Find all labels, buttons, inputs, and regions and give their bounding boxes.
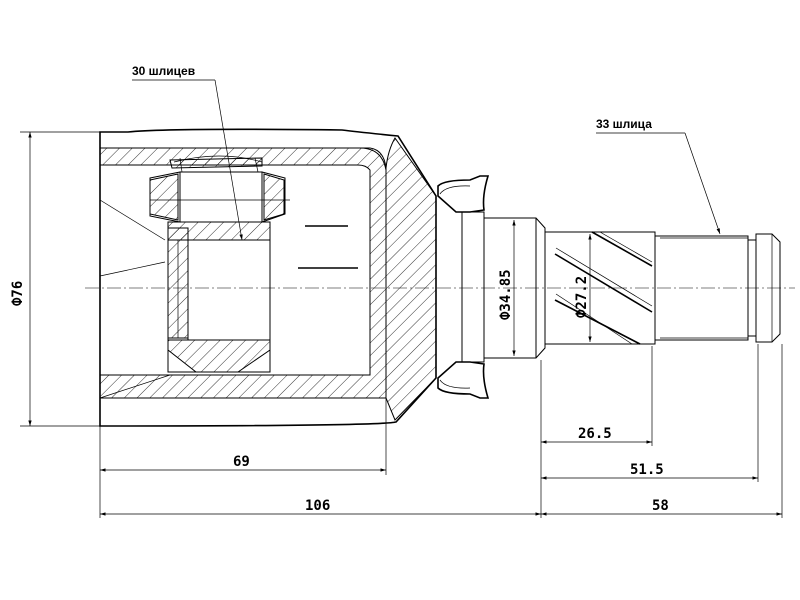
spline-length-label: 26.5 [578, 426, 612, 442]
body-length-label: 106 [305, 498, 330, 514]
housing-depth-label: 69 [233, 454, 250, 470]
dim-spline-length: 26.5 [541, 426, 652, 444]
shaft-mid-length-label: 51.5 [630, 462, 664, 478]
seal-diameter-label: Ф34.85 [498, 269, 514, 320]
dim-housing-depth: 69 [100, 454, 386, 472]
callout-inner-splines: 30 шлицев [132, 64, 243, 241]
outer-housing [99, 128, 437, 475]
outer-splines-label: 33 шлица [596, 117, 652, 131]
boot-neck [437, 175, 490, 399]
callout-outer-splines: 33 шлица [596, 117, 721, 235]
shaft-length-label: 58 [652, 498, 669, 514]
dim-seal-diameter: Ф34.85 [498, 220, 516, 356]
inner-splines-label: 30 шлицев [132, 64, 195, 78]
shaft-diameter-label: Ф27.2 [574, 276, 590, 318]
dim-shaft-diameter: Ф27.2 [574, 234, 592, 342]
stub-shaft [483, 217, 781, 359]
dim-body-length: 106 [100, 498, 541, 516]
dim-outer-diameter: Ф76 [10, 131, 100, 427]
dim-shaft-length: 58 [541, 498, 782, 516]
dim-shaft-mid-length: 51.5 [541, 462, 758, 480]
outer-diameter-label: Ф76 [10, 281, 26, 306]
inner-race [149, 155, 290, 373]
